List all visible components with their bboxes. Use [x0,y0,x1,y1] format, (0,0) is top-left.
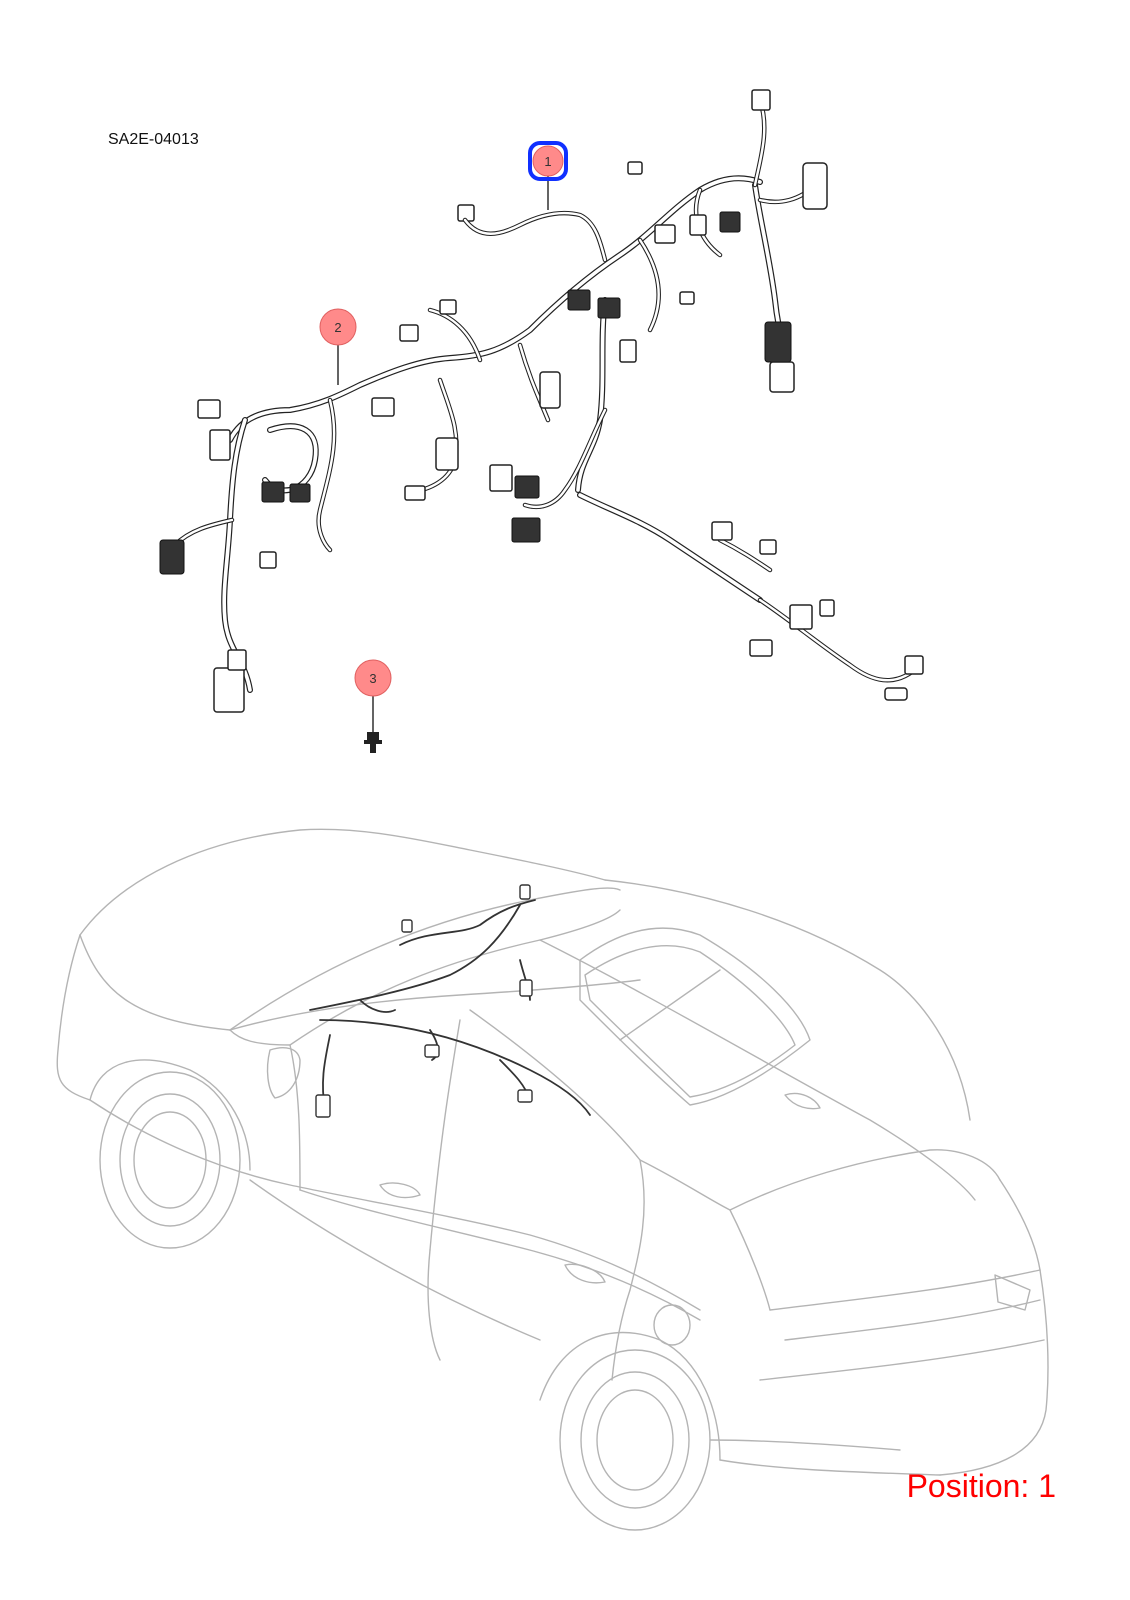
callout-3[interactable]: 3 [354,659,392,697]
bolt[interactable] [364,732,382,753]
callout-2[interactable]: 2 [319,308,357,346]
selection-highlight [528,141,568,181]
position-label: Position: 1 [906,1468,1056,1504]
callout-2-number: 2 [334,320,341,335]
diagram-code: SA2E-04013 [108,131,199,148]
callout-1[interactable]: 1 [528,141,568,181]
callout-1-number: 1 [544,154,551,169]
wiring-harness-branch[interactable] [462,210,608,263]
vehicle-locator-illustration [56,828,1049,1531]
callout-3-number: 3 [369,671,376,686]
instrument-panel-wiring-harness[interactable] [159,89,924,713]
